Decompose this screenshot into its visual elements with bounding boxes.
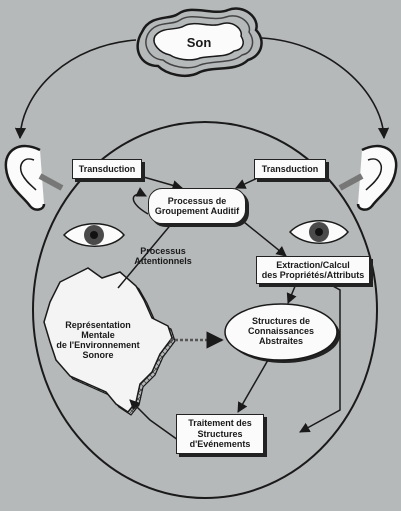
- right-ear: [340, 146, 396, 210]
- grouping-box: Processus de Groupement Auditif: [148, 188, 246, 224]
- events-box: Traitement des Structures d'Evénements: [176, 414, 264, 454]
- attention-label: Processus Attentionnels: [126, 246, 200, 266]
- extraction-box: Extraction/Calcul des Propriétés/Attribu…: [256, 256, 370, 284]
- right-eye: [290, 221, 348, 244]
- left-eye: [64, 224, 124, 247]
- sound-arc-left: [20, 40, 136, 138]
- left-ear: [6, 146, 62, 210]
- knowledge-label: Structures de Connaissances Abstraites: [228, 316, 334, 346]
- transduction-right-box: Transduction: [254, 159, 326, 179]
- representation-label: Représentation Mentale de l'Environnemen…: [42, 320, 154, 360]
- sound-arc-right: [262, 38, 384, 138]
- source-label: Son: [176, 34, 222, 52]
- transduction-left-box: Transduction: [72, 159, 142, 179]
